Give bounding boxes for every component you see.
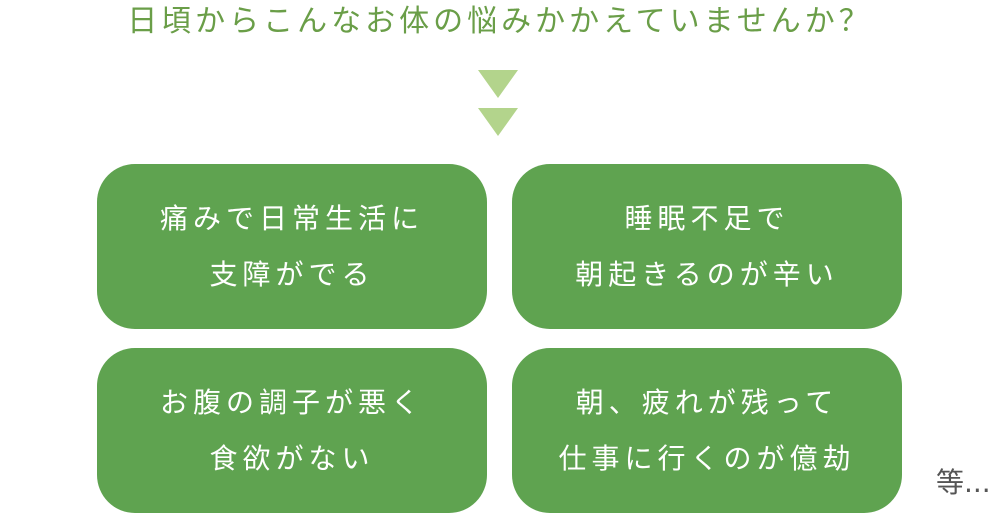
symptom-card-line: 痛みで日常生活に: [159, 201, 424, 235]
down-arrow-icon: [478, 108, 518, 136]
symptom-card: 朝、疲れが残って 仕事に行くのが億劫: [512, 348, 902, 513]
page-heading: 日頃からこんなお体の悩みかかえていませんか？: [127, 4, 873, 39]
symptom-card-line: お腹の調子が悪く: [159, 385, 424, 419]
etc-suffix: 等...: [936, 466, 991, 499]
symptom-card-line: 朝、疲れが残って: [575, 385, 839, 419]
down-arrow-icon: [478, 70, 518, 98]
symptom-card-line: 食欲がない: [209, 441, 375, 475]
symptom-card-line: 朝起きるのが辛い: [575, 257, 839, 291]
symptom-card-line: 支障がでる: [209, 257, 375, 291]
symptom-card: 睡眠不足で 朝起きるのが辛い: [512, 164, 902, 329]
symptom-card: お腹の調子が悪く 食欲がない: [97, 348, 487, 513]
symptom-card-line: 睡眠不足で: [624, 201, 790, 235]
symptom-card-line: 仕事に行くのが億劫: [558, 441, 856, 475]
symptom-card: 痛みで日常生活に 支障がでる: [97, 164, 487, 329]
